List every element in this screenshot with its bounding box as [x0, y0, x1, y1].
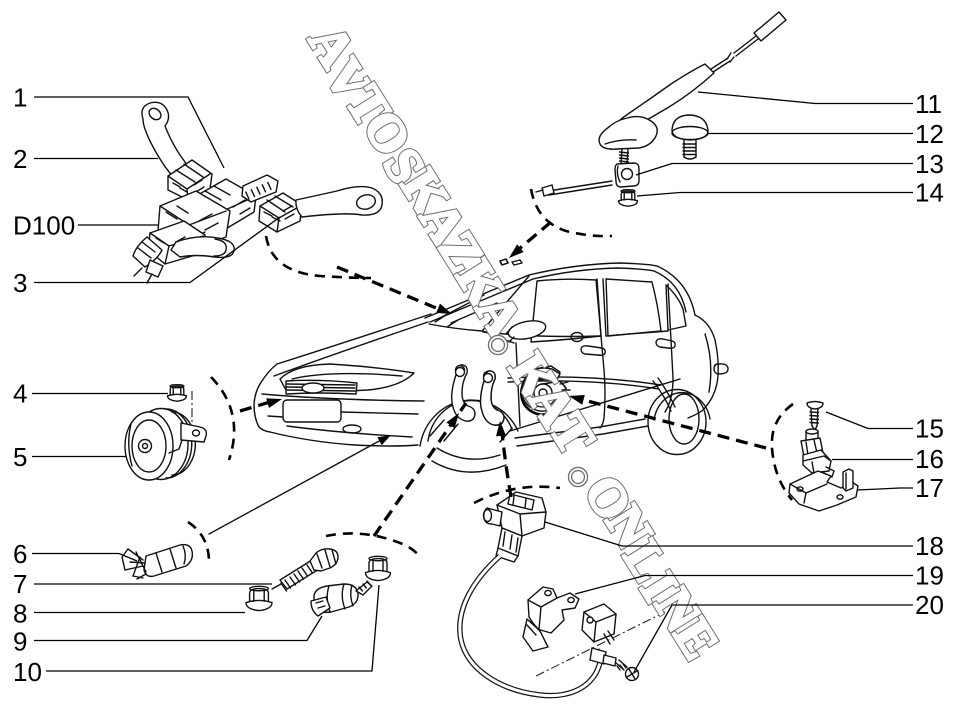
svg-text:18: 18 — [915, 531, 944, 561]
svg-text:13: 13 — [915, 149, 944, 179]
svg-text:19: 19 — [915, 561, 944, 591]
svg-text:11: 11 — [915, 89, 942, 119]
svg-text:5: 5 — [13, 442, 27, 472]
svg-text:12: 12 — [915, 119, 944, 149]
svg-text:8: 8 — [13, 599, 27, 629]
svg-text:6: 6 — [13, 539, 27, 569]
svg-text:20: 20 — [915, 590, 944, 620]
svg-text:D100: D100 — [13, 211, 75, 241]
svg-text:1: 1 — [13, 83, 27, 113]
svg-text:2: 2 — [13, 144, 27, 174]
svg-text:9: 9 — [13, 627, 27, 657]
svg-text:15: 15 — [915, 414, 944, 444]
svg-text:3: 3 — [13, 268, 27, 298]
svg-text:4: 4 — [13, 379, 27, 409]
svg-text:10: 10 — [13, 657, 42, 687]
svg-text:7: 7 — [13, 569, 27, 599]
svg-text:16: 16 — [915, 444, 944, 474]
svg-text:17: 17 — [915, 473, 944, 503]
svg-text:14: 14 — [915, 178, 944, 208]
